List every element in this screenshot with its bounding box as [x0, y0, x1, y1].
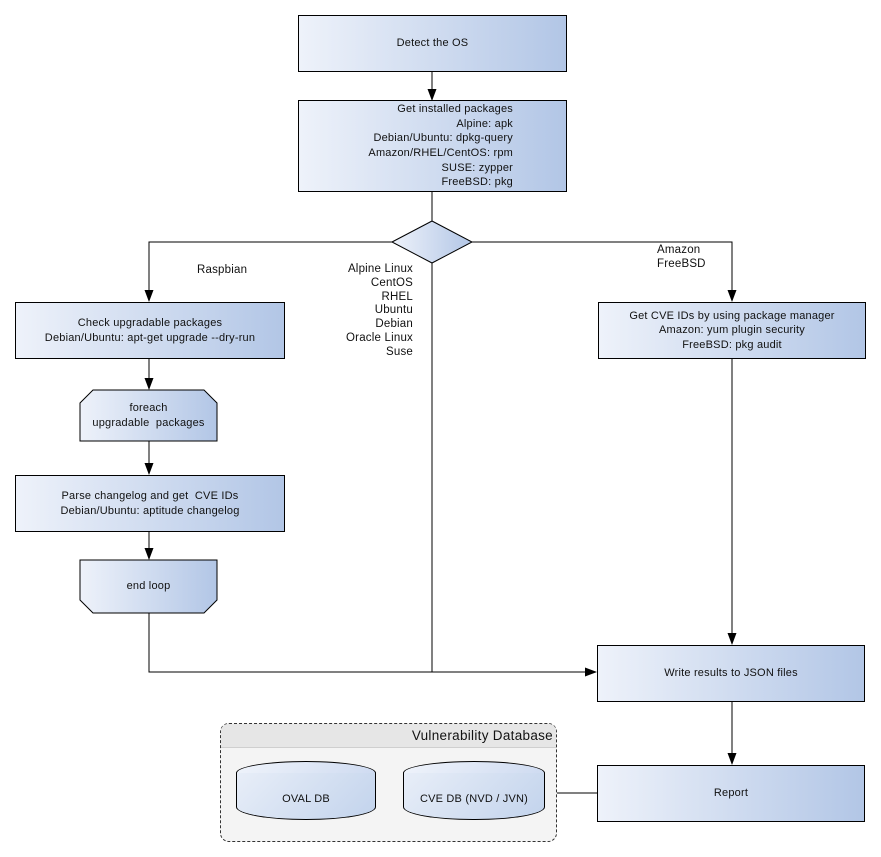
edge-label-os-list: Alpine Linux CentOS RHEL Ubuntu Debian O… [346, 263, 413, 358]
node-end-loop-label: end loop [126, 580, 171, 593]
oval-db-cylinder: OVAL DB [236, 773, 376, 820]
node-write-results: Write results to JSON files [597, 645, 865, 702]
end-loop-shape [79, 559, 218, 614]
node-detect-os: Detect the OS [298, 15, 567, 72]
edge-label-amazon-freebsd: Amazon FreeBSD [657, 244, 706, 270]
vulnerability-database-title: Vulnerability Database [221, 724, 556, 748]
cve-db-cylinder: CVE DB (NVD / JVN) [403, 773, 545, 820]
edge-endloop-to-write-results [148, 613, 597, 677]
os-decision-diamond [390, 220, 474, 264]
edge-decision-to-check-upgradable [144, 241, 392, 302]
node-get-installed-packages: Get installed packages Alpine: apk Debia… [298, 100, 567, 192]
node-foreach-loop-label: foreach upgradable packages [92, 402, 205, 429]
node-check-upgradable-packages: Check upgradable packages Debian/Ubuntu:… [15, 302, 285, 359]
node-get-cve-ids: Get CVE IDs by using package manager Ama… [598, 302, 866, 359]
node-parse-changelog: Parse changelog and get CVE IDs Debian/U… [15, 475, 285, 532]
node-report: Report [597, 765, 865, 822]
edge-decision-to-get-cve [472, 241, 737, 302]
edge-label-raspbian: Raspbian [197, 264, 248, 276]
foreach-loop-shape [79, 389, 218, 442]
